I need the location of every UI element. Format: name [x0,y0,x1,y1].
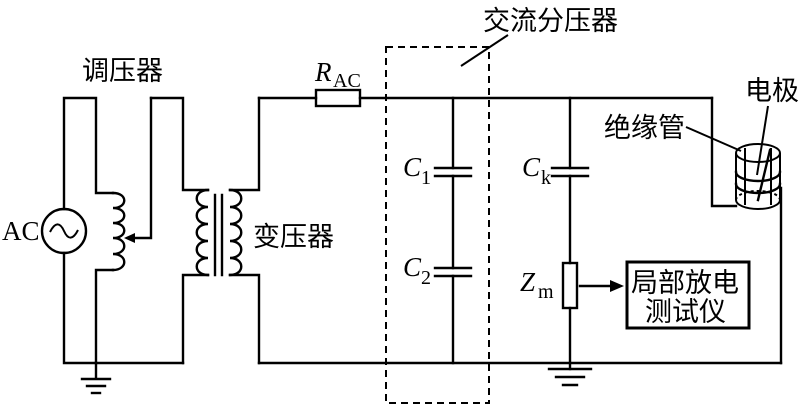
divider-enclosure [385,46,490,404]
resistor-rac-symbol: R [314,57,332,87]
c2-symbol: C [403,252,422,282]
regulator-primary-return [181,273,210,365]
ck-subscript: k [541,167,551,189]
insulating-tube-label: 绝缘管 [604,113,685,144]
transformer-secondary-bottom-wire [228,273,261,365]
transformer-secondary-top-wire [228,96,261,192]
ac-source-label: AC [2,216,40,246]
divider-leader-line [460,34,509,67]
regulator-slider-wire [129,96,153,240]
c1-symbol: C [403,152,422,182]
divider-label: 交流分压器 [483,6,618,37]
pd-meter-label-line2: 测试仪 [645,297,726,328]
transformer-primary-coil [195,188,210,277]
regulator-output-wire-top [149,96,210,192]
ground-icon-right [547,361,593,387]
zm-symbol: Z [520,267,536,297]
pd-meter-box [625,260,751,330]
ground-icon-left [80,361,112,395]
c1-subscript: 1 [421,167,431,189]
c2-subscript: 2 [421,267,431,289]
regulator-coil [111,191,126,272]
resistor-rac-subscript: AC [333,70,361,92]
electrode-label: 电极 [745,76,799,107]
regulator-wiring [62,96,115,365]
zm-subscript: m [538,281,554,303]
coupling-branch [550,96,590,365]
insulating-tube-leader-line [685,126,742,152]
divider-capacitors [433,96,473,365]
regulator-arrow-icon [124,233,135,243]
signal-arrow-icon [610,280,624,292]
transformer-secondary-coil [228,188,243,277]
ac-source [40,207,88,255]
pd-meter-label-line1: 局部放电 [631,268,739,299]
regulator-label: 调压器 [82,56,163,87]
transformer-label: 变压器 [253,222,334,253]
insulating-tube [734,143,782,210]
hv-lead-to-electrode [710,96,738,208]
electrode-leader-line [756,105,769,176]
resistor-rac [314,88,362,108]
ck-symbol: C [522,152,541,182]
